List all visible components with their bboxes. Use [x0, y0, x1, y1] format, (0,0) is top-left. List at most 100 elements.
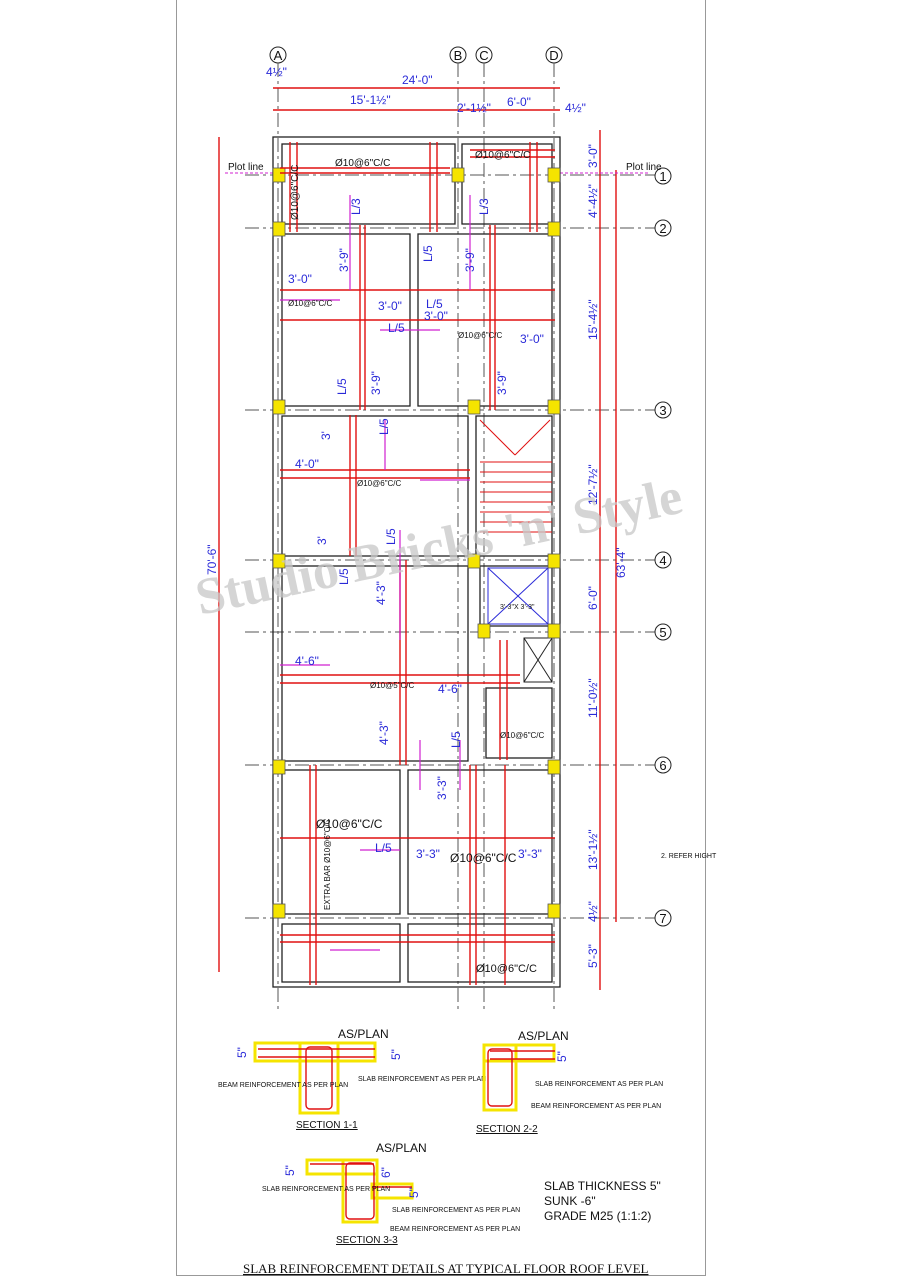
bar-length: 3'-0"	[378, 299, 402, 313]
dim-row: 5'-3"	[586, 944, 600, 968]
slab-callout: Ø10@6"C/C	[316, 817, 383, 831]
bar-length: 3'-9"	[495, 371, 509, 395]
bar-length: 3'-3"	[435, 776, 449, 800]
slab-callout: Ø10@6"C/C	[288, 299, 333, 308]
dim-overall-width: 24'-0"	[402, 73, 433, 87]
watermark: Studio Bricks 'n' Style	[191, 468, 688, 627]
grid-label-6: 6	[659, 758, 666, 773]
section-dim: 5"	[389, 1049, 403, 1060]
slab-callout: Ø10@6"C/C	[357, 479, 402, 488]
bar-length-labels: L/3 L/3 L/5 L/5 L/5 L/5 L/5 L/5 L/5 L/5 …	[288, 198, 544, 861]
section-3-3: AS/PLAN 5" 6" 5" SLAB REINFORCEMENT AS P…	[262, 1141, 520, 1246]
section-2-2: AS/PLAN 5" SLAB REINFORCEMENT AS PER PLA…	[476, 1029, 663, 1135]
slab-callout: Ø10@5"C/C	[370, 681, 415, 690]
grid-row-bubbles: 1 2 3 4 5 6 7	[654, 167, 672, 927]
dim-row: 3'-0"	[586, 144, 600, 168]
grid-label-c: C	[479, 48, 488, 63]
bar-length: L/5	[388, 321, 405, 335]
side-note: 2. REFER HIGHT	[661, 853, 717, 860]
grid-label-5: 5	[659, 625, 666, 640]
section-dim: 5"	[283, 1165, 297, 1176]
section-note: BEAM REINFORCEMENT AS PER PLAN	[390, 1226, 520, 1233]
grid-label-3: 3	[659, 403, 666, 418]
bar-length: L/5	[449, 731, 463, 748]
bar-length: L/5	[384, 528, 398, 545]
section-note: SLAB REINFORCEMENT AS PER PLAN	[358, 1076, 486, 1083]
dim-overall-right: 63'-4"	[614, 547, 628, 578]
section-1-1: AS/PLAN 5" 5" BEAM REINFORCEMENT AS PER …	[218, 1027, 486, 1131]
bar-length: 3'	[319, 431, 333, 440]
opening-cross	[487, 567, 553, 683]
section-title: SECTION 3-3	[336, 1235, 398, 1246]
section-title: SECTION 1-1	[296, 1120, 358, 1131]
bar-length: 4'-3"	[374, 581, 388, 605]
columns	[272, 167, 561, 919]
grid-label-a: A	[274, 48, 283, 63]
dim-row: 15'-4½"	[586, 299, 600, 340]
dim-row: 13'-1½"	[586, 829, 600, 870]
section-dim: 6"	[379, 1167, 393, 1178]
reinforcement-bars	[280, 142, 555, 985]
plot-line-label-left: Plot line	[228, 162, 264, 173]
grid-label-b: B	[454, 48, 463, 63]
slab-callout: Ø10@6"C/C	[450, 851, 517, 865]
slab-callout: Ø10@6"C/C	[500, 731, 545, 740]
spec-slab-thickness: SLAB THICKNESS 5"	[544, 1179, 661, 1193]
plot-line-label-right: Plot line	[626, 162, 662, 173]
dim-left-offset: 4½"	[266, 65, 287, 79]
top-dimensions: 24'-0" 4½" 15'-1½" 2'-1½" 6'-0" 4½"	[266, 65, 586, 115]
bar-length: L/5	[377, 418, 391, 435]
dim-row: 4½"	[586, 901, 600, 922]
section-note: SLAB REINFORCEMENT AS PER PLAN	[262, 1186, 390, 1193]
dim-overall-length: 70'-6"	[205, 544, 219, 575]
dim-bay-c-d: 6'-0"	[507, 95, 531, 109]
section-dim: 5"	[407, 1187, 421, 1198]
section-dim: 5"	[235, 1047, 249, 1058]
drawing-sheet	[176, 0, 706, 1276]
dim-row: 12'-7½"	[586, 464, 600, 505]
dim-row: 4'-4½"	[586, 184, 600, 218]
section-title: SECTION 2-2	[476, 1124, 538, 1135]
grid-label-d: D	[549, 48, 558, 63]
grid-column-bubbles: A B C D	[269, 46, 563, 64]
dim-row: 11'-0½"	[586, 678, 600, 718]
section-top-label: AS/PLAN	[338, 1027, 389, 1041]
slab-callouts: Ø10@6"C/C Ø10@6"C/C Ø10@6"C/C Ø10@6"C/C …	[288, 150, 545, 975]
bar-length: L/5	[421, 245, 435, 262]
extra-bars	[280, 195, 471, 951]
grid-label-4: 4	[659, 553, 666, 568]
bar-length: 3'-9"	[337, 248, 351, 272]
bar-length: L/5	[337, 568, 351, 585]
section-top-label: AS/PLAN	[518, 1029, 569, 1043]
bar-length: 3'-0"	[288, 272, 312, 286]
right-dimensions: 3'-0" 4'-4½" 15'-4½" 12'-7½" 6'-0" 11'-0…	[586, 130, 628, 990]
grid-label-2: 2	[659, 221, 666, 236]
spec-sunk: SUNK -6"	[544, 1194, 596, 1208]
bar-length: 4'-0"	[295, 457, 319, 471]
section-note: SLAB REINFORCEMENT AS PER PLAN	[392, 1207, 520, 1214]
extra-bar-label: EXTRA BAR Ø10@6"C/C	[323, 818, 332, 910]
dim-row: 6'-0"	[586, 586, 600, 610]
bar-length: 3'-3"	[416, 847, 440, 861]
grid-lines	[245, 63, 655, 1010]
bar-length: 3'-0"	[520, 332, 544, 346]
section-note: SLAB REINFORCEMENT AS PER PLAN	[535, 1081, 663, 1088]
section-top-label: AS/PLAN	[376, 1141, 427, 1155]
bar-length: L/5	[375, 841, 392, 855]
slab-callout: Ø10@6"C/C	[290, 165, 301, 220]
bar-length: 4'-6"	[295, 654, 319, 668]
bar-length: L/5	[335, 378, 349, 395]
opening-label: 3'-3"X 3'-3"	[500, 604, 535, 611]
section-dim: 5"	[555, 1051, 569, 1062]
section-note: BEAM REINFORCEMENT AS PER PLAN	[531, 1103, 661, 1110]
slab-callout: Ø10@6"C/C	[335, 158, 390, 169]
bar-length: L/3	[349, 198, 363, 215]
bar-length: 3'	[315, 536, 329, 545]
bar-length: 4'-3"	[377, 721, 391, 745]
section-note: BEAM REINFORCEMENT AS PER PLAN	[218, 1082, 348, 1089]
plot-line-markers: Plot line Plot line	[225, 162, 662, 174]
staircase	[479, 419, 552, 533]
dim-bay-a-b: 15'-1½"	[350, 93, 391, 107]
bar-length: 3'-3"	[518, 847, 542, 861]
